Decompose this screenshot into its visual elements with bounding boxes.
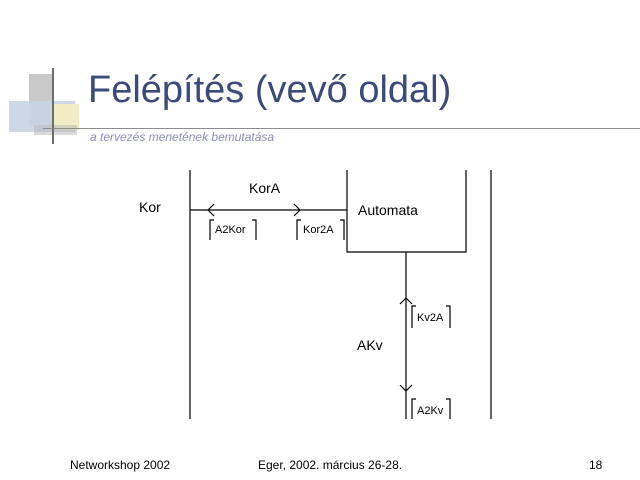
footer-event: Networkshop 2002 bbox=[70, 458, 171, 472]
port-a2kv-bracket bbox=[411, 398, 451, 419]
slide-title: Felépítés (vevő oldal) bbox=[88, 69, 452, 111]
port-kor2a-label: Kor2A bbox=[303, 224, 334, 236]
actor-kor-label: Kor bbox=[139, 199, 161, 215]
decor-gray-bar bbox=[34, 125, 77, 135]
port-a2kv-label: A2Kv bbox=[417, 405, 444, 417]
automata-label: Automata bbox=[358, 202, 418, 218]
port-kor2a-bracket bbox=[296, 219, 345, 240]
title-underline bbox=[43, 128, 640, 129]
port-a2kor-bracket bbox=[209, 219, 257, 240]
decor-vertical-rule bbox=[52, 68, 54, 144]
slide-subtitle: a tervezés menetének bemutatása bbox=[90, 130, 275, 144]
port-a2kor-label: A2Kor bbox=[215, 224, 246, 236]
arrow-up-icon bbox=[399, 297, 413, 305]
message-kora-label: KorA bbox=[249, 180, 281, 196]
arrow-left-icon bbox=[207, 203, 215, 217]
footer-location-date: Eger, 2002. március 26-28. bbox=[258, 458, 403, 472]
page-number: 18 bbox=[589, 458, 603, 472]
port-kv2a-label: Kv2A bbox=[417, 312, 444, 324]
port-kv2a-bracket bbox=[411, 305, 451, 328]
arrow-right-icon bbox=[293, 203, 301, 217]
arrow-down-icon bbox=[399, 384, 413, 392]
message-akv-label: AKv bbox=[357, 337, 383, 353]
